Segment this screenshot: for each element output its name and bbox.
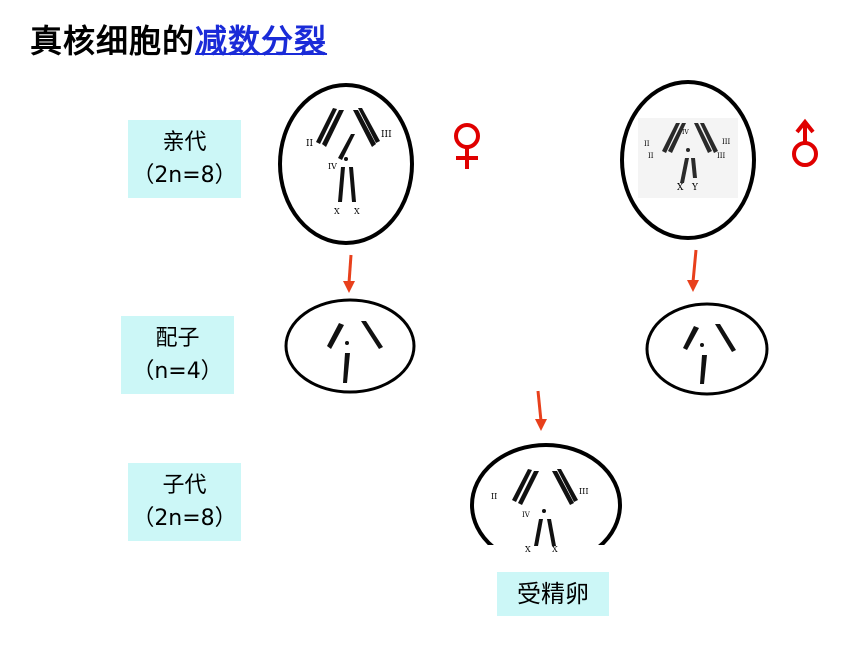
page-title: 真核细胞的减数分裂	[30, 16, 327, 62]
arrow-to-zygote	[535, 390, 547, 431]
female-gamete-cell	[284, 298, 416, 394]
arrow-female-down	[343, 254, 355, 293]
label-gamete: 配子 （n=4）	[121, 316, 234, 394]
male-parent-roman-2: II	[648, 152, 654, 160]
title-link[interactable]: 减数分裂	[195, 22, 328, 60]
male-parent-roman-4: III	[722, 138, 731, 146]
label-parent-line2: （2n=8）	[132, 163, 237, 188]
label-gamete-line2: （n=4）	[132, 359, 223, 384]
title-prefix: 真核细胞的	[30, 22, 196, 60]
label-offspring: 子代 （2n=8）	[128, 463, 241, 541]
label-parent: 亲代 （2n=8）	[128, 120, 241, 198]
female-parent-cell: II III IV X X	[278, 83, 414, 245]
label-gamete-line1: 配子	[155, 326, 200, 351]
male-parent-sex-1: X	[677, 183, 684, 193]
male-parent-sex-2: Y	[691, 183, 699, 193]
zygote-roman-1: II	[491, 492, 497, 501]
female-parent-roman-1: II	[306, 139, 314, 149]
female-parent-roman-2: III	[381, 130, 392, 140]
label-parent-line1: 亲代	[162, 130, 207, 155]
zygote-sex-1: X	[525, 545, 531, 554]
female-symbol-icon	[454, 123, 480, 169]
male-symbol-icon	[792, 118, 818, 167]
male-parent-roman-5: III	[717, 152, 726, 160]
female-parent-sex-1: X	[334, 207, 340, 216]
female-parent-roman-3: IV	[328, 162, 337, 171]
female-parent-sex-2: X	[354, 207, 360, 216]
arrow-male-down	[687, 249, 699, 292]
male-parent-roman-1: II	[644, 140, 650, 148]
zygote-cell: II III IV X X	[470, 443, 622, 567]
zygote-roman-2: III	[579, 487, 588, 496]
zygote-sex-2: X	[552, 545, 558, 554]
male-gamete-cell	[645, 302, 769, 396]
male-parent-cell: II II IV III III X Y	[620, 80, 756, 240]
label-offspring-line2: （2n=8）	[132, 506, 237, 531]
male-parent-roman-3: IV	[682, 129, 689, 136]
zygote-roman-3: IV	[522, 511, 531, 519]
label-offspring-line1: 子代	[162, 473, 207, 498]
zygote-label: 受精卵	[497, 572, 609, 616]
